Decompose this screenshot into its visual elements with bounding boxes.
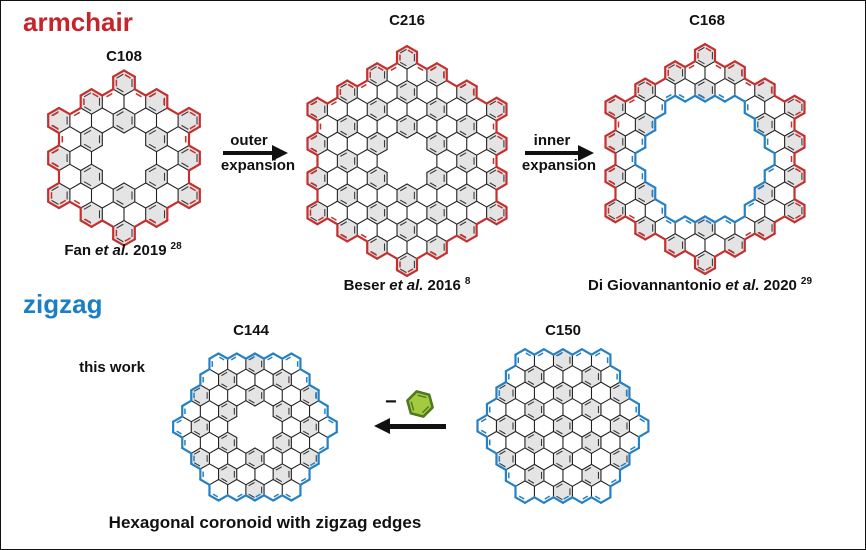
molecule-c108-structure — [45, 68, 203, 249]
bottom-caption: Hexagonal coronoid with zigzag edges — [108, 513, 422, 532]
molecule-c150-structure — [475, 346, 652, 506]
caption-c216-authors: Beser — [343, 277, 386, 294]
remove-benzene-arrow-head-icon — [374, 418, 390, 434]
molecule-c168-structure — [603, 41, 808, 277]
molecule-c216-structure — [305, 43, 510, 279]
caption-c168-authors: Di Giovannantonio — [587, 277, 722, 294]
this-work-note: this work — [79, 359, 145, 376]
outer-expansion-label-line1: outer — [230, 132, 268, 149]
caption-c108-year: 2019 — [133, 242, 167, 259]
caption-c168-etal: et al. — [725, 277, 760, 294]
armchair-section-title: armchair — [23, 7, 133, 37]
caption-c216-ref: 8 — [464, 276, 471, 287]
inner-expansion-label-line1: inner — [533, 132, 571, 149]
molecule-label-c168: C168 — [689, 12, 725, 29]
minus-sign: − — [385, 391, 397, 413]
outer-expansion-arrow-head-icon — [272, 145, 288, 161]
caption-c108-etal: et al. — [94, 242, 130, 259]
caption-c108-authors: Fan — [64, 242, 91, 259]
molecule-label-c216: C216 — [389, 12, 425, 29]
outer-expansion-arrow-shaft — [223, 151, 272, 155]
molecule-c144-structure — [170, 351, 340, 504]
inner-expansion-arrow-head-icon — [578, 145, 594, 161]
caption-c216-year: 2016 — [427, 277, 461, 294]
caption-c216-etal: et al. — [389, 277, 424, 294]
caption-c108-ref: 28 — [170, 241, 182, 252]
zigzag-section-title: zigzag — [23, 289, 103, 319]
remove-benzene-arrow-shaft — [390, 424, 446, 429]
benzene-ring-icon — [402, 386, 438, 422]
molecule-label-c150: C150 — [545, 322, 581, 339]
outer-expansion-label-line2: expansion — [220, 157, 296, 174]
inner-expansion-arrow-shaft — [525, 151, 578, 155]
molecule-label-c108: C108 — [106, 48, 142, 65]
molecule-label-c144: C144 — [233, 322, 269, 339]
caption-c168-ref: 29 — [800, 276, 813, 287]
inner-expansion-label-line2: expansion — [521, 157, 597, 174]
caption-c168-year: 2020 — [763, 277, 797, 294]
